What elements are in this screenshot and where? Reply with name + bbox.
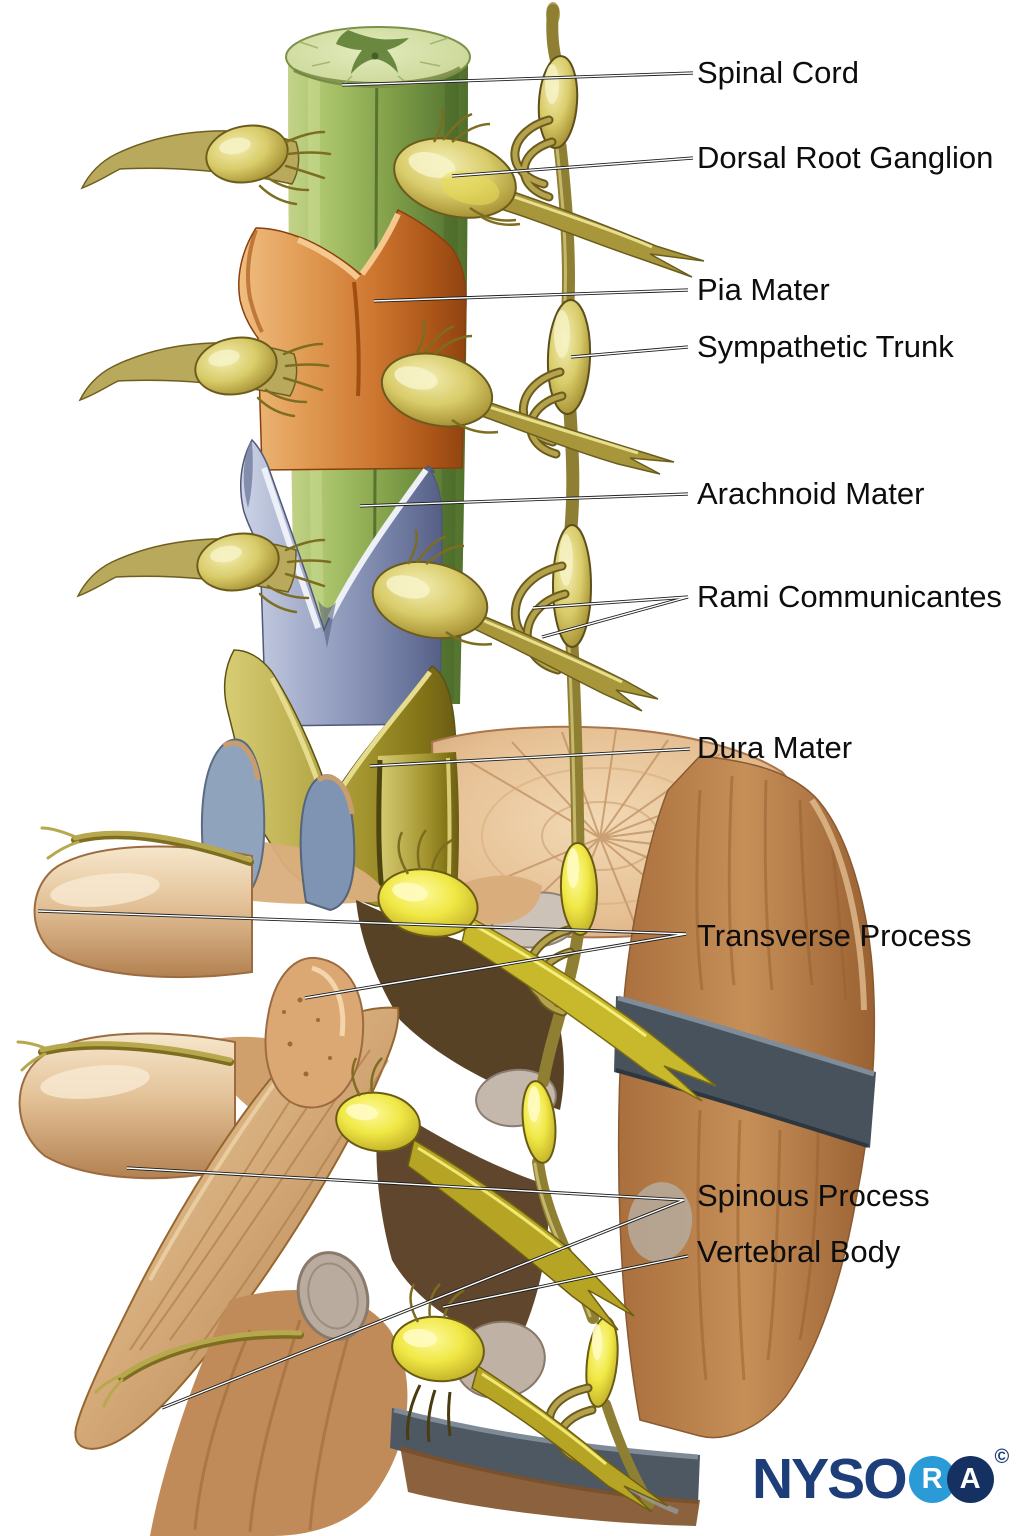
nysora-logo: NYSO R A © bbox=[752, 1446, 1009, 1512]
label-dorsal-root-ganglion: Dorsal Root Ganglion bbox=[697, 140, 994, 175]
label-sympathetic-trunk: Sympathetic Trunk bbox=[697, 329, 954, 364]
label-transverse-process: Transverse Process bbox=[697, 918, 972, 953]
nysora-badge-a: A bbox=[946, 1455, 994, 1503]
leader-lines bbox=[37, 71, 694, 1410]
vertebra bbox=[16, 725, 876, 1536]
left-nerve-roots bbox=[76, 124, 332, 614]
label-dura-mater: Dura Mater bbox=[697, 730, 853, 765]
label-rami-communicantes: Rami Communicantes bbox=[697, 579, 1002, 614]
nysora-wordmark: NYSO bbox=[752, 1447, 908, 1511]
label-pia-mater: Pia Mater bbox=[697, 272, 830, 307]
label-spinal-cord: Spinal Cord bbox=[697, 55, 859, 90]
label-vertebral-body: Vertebral Body bbox=[697, 1234, 901, 1269]
label-arachnoid-mater: Arachnoid Mater bbox=[697, 476, 925, 511]
arachnoid-mater-sleeve bbox=[239, 438, 443, 727]
copyright-symbol: © bbox=[994, 1446, 1010, 1468]
label-spinous-process: Spinous Process bbox=[697, 1178, 930, 1213]
